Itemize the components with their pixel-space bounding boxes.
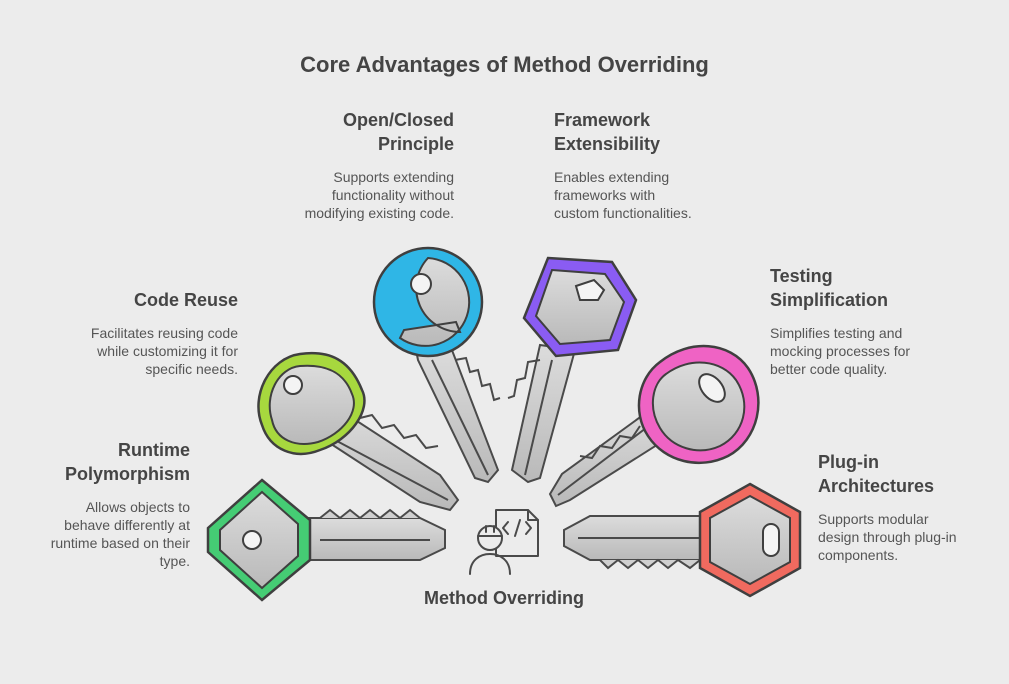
advantage-title: Open/Closed Principle xyxy=(342,110,454,154)
advantage-runtime-polymorphism: Runtime Polymorphism Allows objects to b… xyxy=(20,438,190,570)
advantage-description: Simplifies testing and mocking processes… xyxy=(770,325,911,377)
advantage-description: Enables extending frameworks with custom… xyxy=(554,169,692,221)
advantage-description: Facilitates reusing code while customizi… xyxy=(90,325,238,377)
advantage-title: Code Reuse xyxy=(133,290,238,310)
advantage-description: Supports modular design through plug-in … xyxy=(818,511,957,563)
advantage-code-reuse: Code Reuse Facilitates reusing code whil… xyxy=(40,288,238,378)
advantage-title: Testing Simplification xyxy=(770,266,889,310)
developer-code-icon xyxy=(469,509,539,575)
key-testing-icon xyxy=(548,344,760,508)
key-plugin-icon xyxy=(563,482,802,598)
key-code-reuse-icon xyxy=(257,351,460,512)
advantage-testing-simplification: Testing Simplification Simplifies testin… xyxy=(770,264,980,378)
advantage-description: Allows objects to behave differently at … xyxy=(50,499,190,569)
advantage-plug-in-architectures: Plug-in Architectures Supports modular d… xyxy=(818,450,998,564)
key-open-closed-icon xyxy=(372,246,501,484)
advantage-open-closed-principle: Open/Closed Principle Supports extending… xyxy=(264,108,454,222)
advantage-title: Framework Extensibility xyxy=(554,110,661,154)
advantage-title: Runtime Polymorphism xyxy=(64,440,190,484)
advantage-title: Plug-in Architectures xyxy=(818,452,935,496)
advantage-framework-extensibility: Framework Extensibility Enables extendin… xyxy=(554,108,754,222)
center-label: Method Overriding xyxy=(423,588,584,608)
key-framework-icon xyxy=(507,256,638,484)
diagram-title: Core Advantages of Method Overriding xyxy=(300,52,709,77)
key-runtime-polymorphism-icon xyxy=(206,478,446,602)
advantage-description: Supports extending functionality without… xyxy=(304,169,454,221)
